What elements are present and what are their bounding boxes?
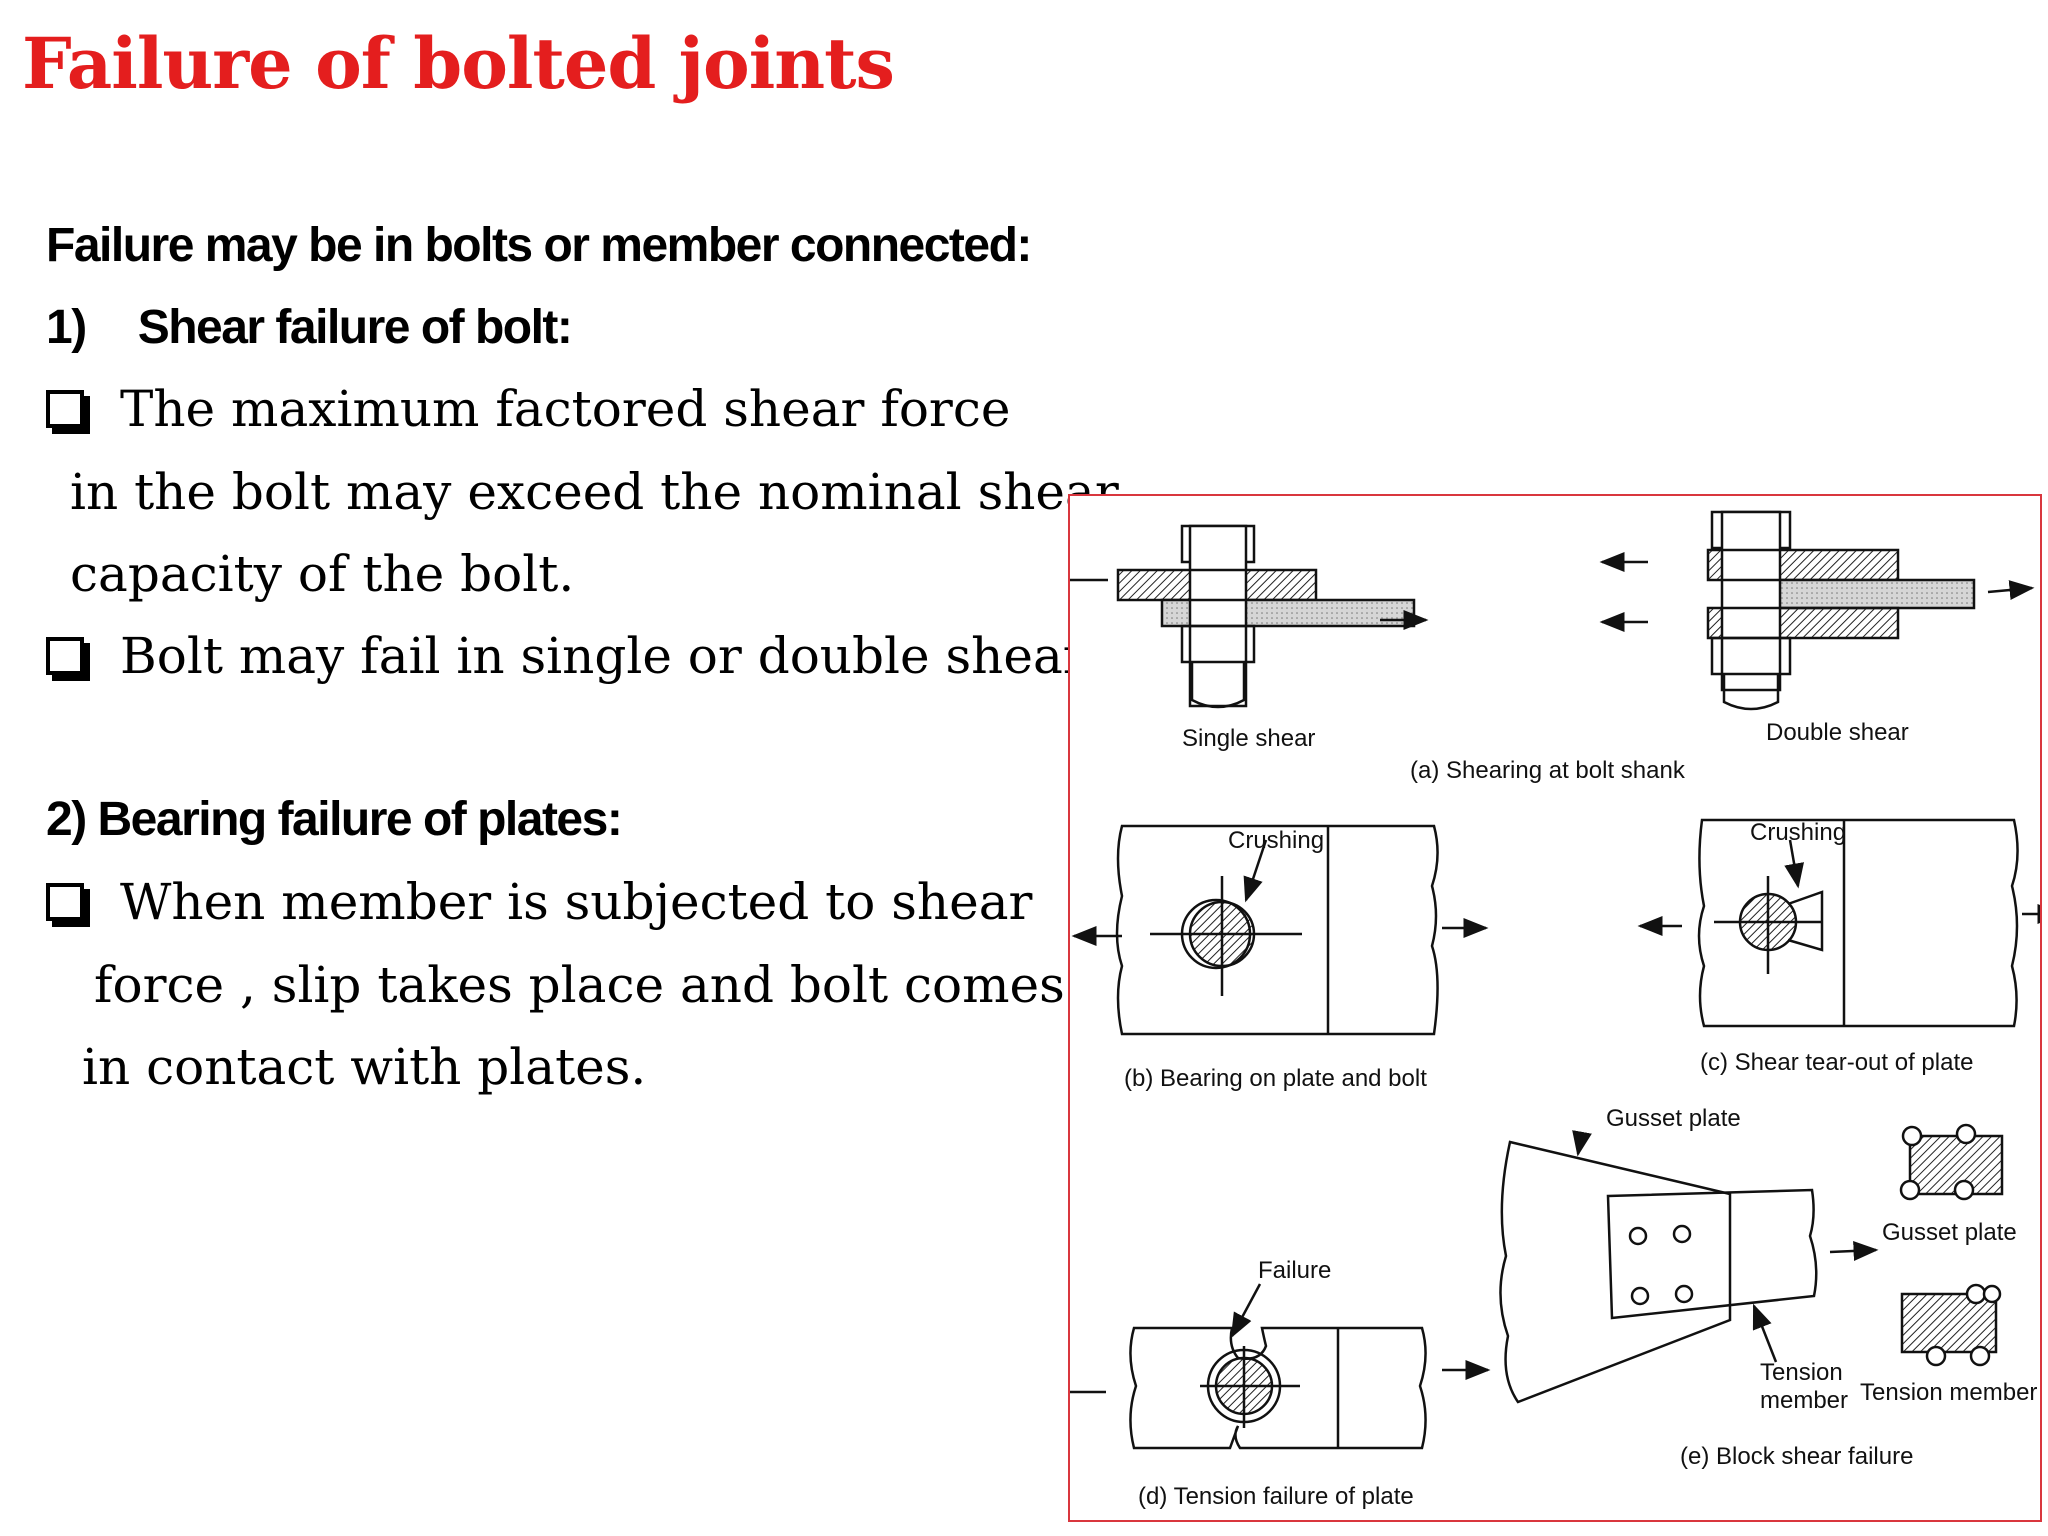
- bolt-failure-figure: Single shear Double shear (a) Shearing a…: [1068, 494, 2042, 1522]
- tension-member-label: Tension member: [1860, 1379, 2037, 1406]
- bullet-text: in contact with plates.: [82, 1038, 647, 1096]
- tension-failure-diagram: [1070, 1283, 1491, 1450]
- checkbox-bullet-icon: [46, 883, 84, 921]
- caption-d: (d) Tension failure of plate: [1138, 1483, 1414, 1510]
- figure-drawing: Single shear Double shear (a) Shearing a…: [1070, 510, 2040, 1510]
- section2-heading: 2) Bearing failure of plates:: [46, 793, 623, 846]
- bullet-text: in the bolt may exceed the nominal shear: [70, 463, 1119, 521]
- section1-bullet1: The maximum factored shear force: [46, 380, 1010, 438]
- bullet-text: When member is subjected to shear: [120, 873, 1033, 931]
- block-shear-diagram: [1499, 1123, 2004, 1404]
- single-shear-label: Single shear: [1182, 725, 1315, 752]
- section1-heading: 1) Shear failure of bolt:: [46, 300, 573, 355]
- crushing-label-c: Crushing: [1750, 819, 1846, 846]
- crushing-label-b: Crushing: [1228, 827, 1324, 854]
- caption-c: (c) Shear tear-out of plate: [1700, 1049, 1973, 1076]
- slide-title: Failure of bolted joints: [22, 22, 895, 105]
- double-shear-diagram: [1599, 510, 2035, 711]
- caption-e: (e) Block shear failure: [1680, 1443, 1913, 1470]
- intro-heading: Failure may be in bolts or member connec…: [46, 219, 1032, 272]
- failure-label: Failure: [1258, 1257, 1331, 1284]
- caption-b: (b) Bearing on plate and bolt: [1124, 1065, 1427, 1092]
- bullet-text: Bolt may fail in single or double shear.: [120, 627, 1098, 685]
- bearing-diagram: [1071, 824, 1489, 1036]
- bullet-text: force , slip takes place and bolt comes: [94, 956, 1065, 1014]
- bullet-text: capacity of the bolt.: [70, 545, 575, 603]
- section2-bullet1: When member is subjected to shear: [46, 873, 1032, 931]
- section1-title: Shear failure of bolt:: [137, 301, 573, 354]
- tension-label-line1: Tension: [1760, 1359, 1843, 1386]
- caption-a: (a) Shearing at bolt shank: [1410, 757, 1686, 784]
- gusset-plate-label-right: Gusset plate: [1882, 1219, 2017, 1246]
- section1-bullet2: Bolt may fail in single or double shear.: [46, 627, 1097, 685]
- gusset-plate-label-top: Gusset plate: [1606, 1105, 1741, 1132]
- shear-tearout-diagram: [1637, 818, 2040, 1028]
- single-shear-diagram: [1070, 524, 1429, 709]
- double-shear-label: Double shear: [1766, 719, 1909, 746]
- checkbox-bullet-icon: [46, 390, 84, 428]
- checkbox-bullet-icon: [46, 637, 84, 675]
- bullet-text: The maximum factored shear force: [120, 380, 1011, 438]
- tension-label-line2: member: [1760, 1387, 1848, 1414]
- section1-number: 1): [46, 301, 87, 354]
